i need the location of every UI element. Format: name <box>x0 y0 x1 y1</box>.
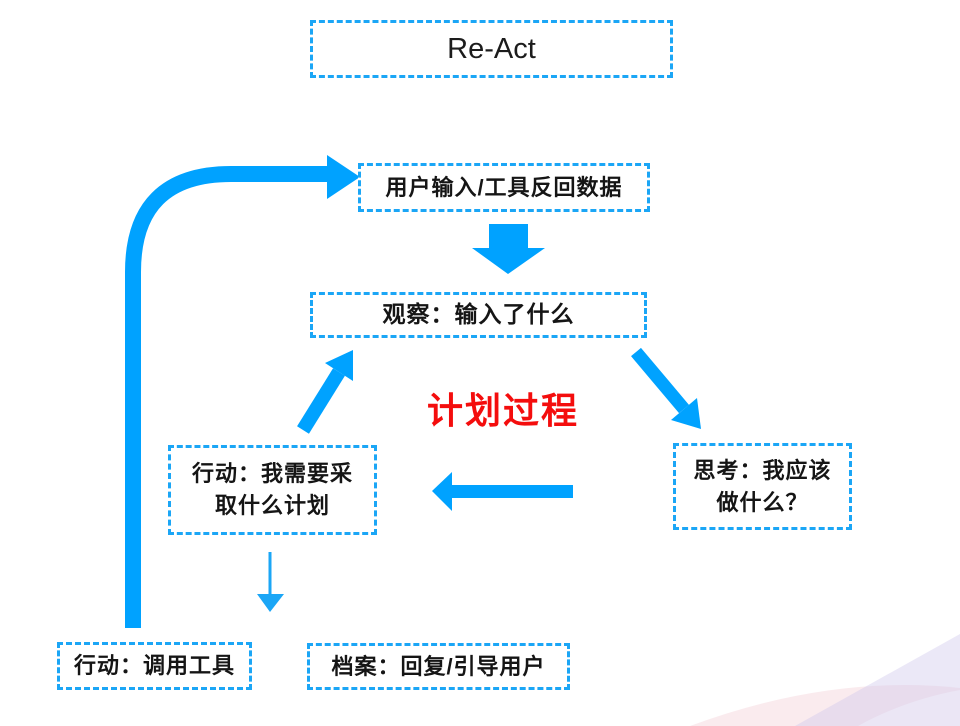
node-archive-label: 档案：回复/引导用户 <box>331 653 546 679</box>
node-action-tool-label: 行动：调用工具 <box>73 653 235 679</box>
node-action-plan-line2: 取什么计划 <box>214 493 330 518</box>
node-action-tool: 行动：调用工具 <box>57 642 252 690</box>
node-action-plan-line1: 行动：我需要采 <box>191 461 353 487</box>
planning-process-label: 计划过程 <box>426 391 579 431</box>
title-box: Re-Act <box>310 20 673 78</box>
node-think-line2: 做什么？ <box>716 489 809 515</box>
arrow-observe-to-think <box>631 347 701 429</box>
node-observe: 观察：输入了什么 <box>310 292 647 338</box>
node-user-input-label: 用户输入/工具反回数据 <box>385 174 623 200</box>
node-observe-label: 观察：输入了什么 <box>382 301 575 328</box>
node-action-plan: 行动：我需要采 取什么计划 <box>168 445 377 535</box>
block-down-arrow-input-to-observe <box>472 224 545 274</box>
arrow-action-plan-to-observe <box>297 350 353 434</box>
node-user-input: 用户输入/工具反回数据 <box>358 163 650 212</box>
node-think-line1: 思考：我应该 <box>693 457 832 483</box>
arrow-action-plan-to-action-tool <box>257 552 284 612</box>
diagram-title: Re-Act <box>447 32 536 65</box>
lavender-wave-decoration <box>858 690 960 726</box>
arrow-think-to-action-plan <box>432 472 573 511</box>
node-archive: 档案：回复/引导用户 <box>307 643 570 690</box>
node-think: 思考：我应该 做什么？ <box>673 443 852 530</box>
loop-arrow-action-tool-to-input <box>125 155 360 628</box>
